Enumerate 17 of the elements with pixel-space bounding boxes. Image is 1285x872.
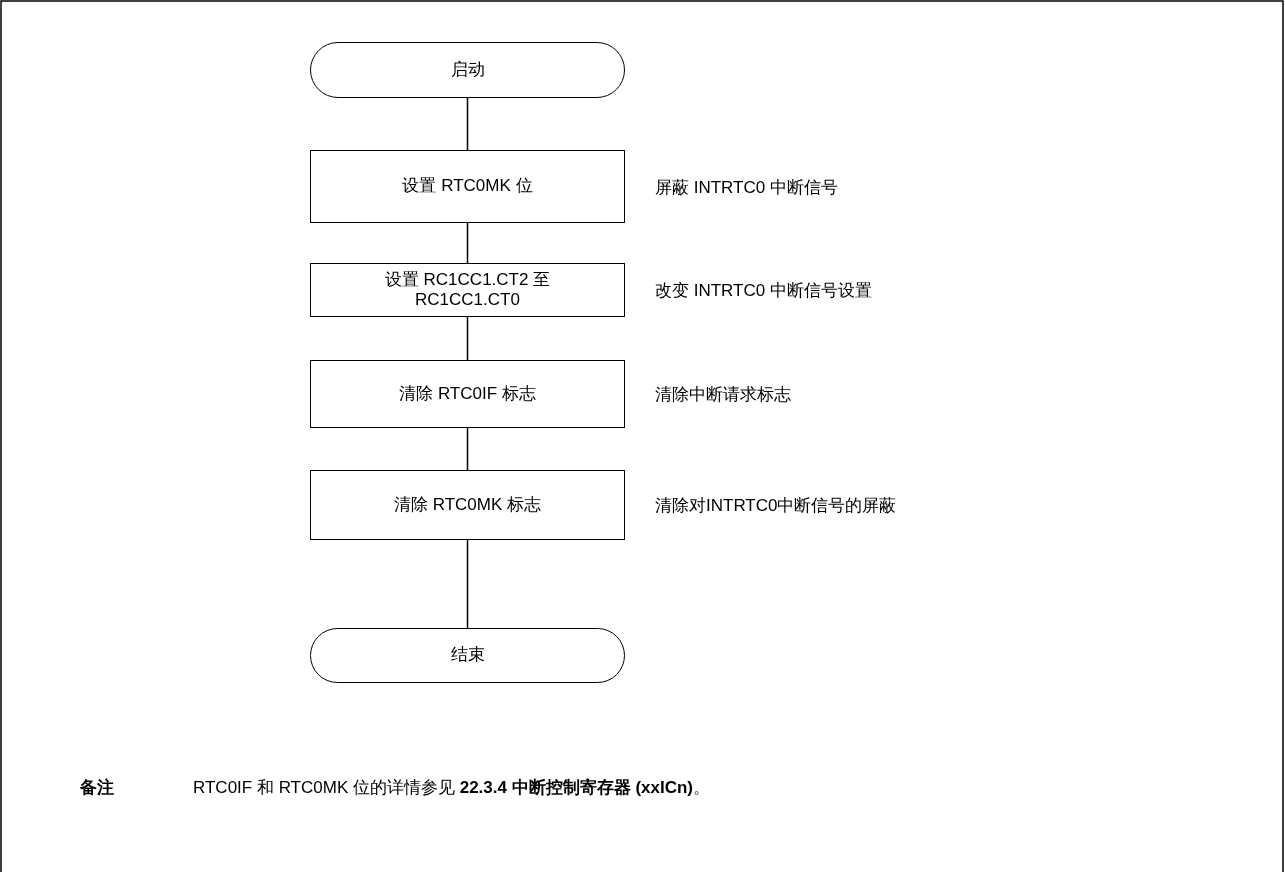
connector-line <box>466 316 469 361</box>
connector-line <box>466 222 469 264</box>
terminal-shape: 启动 <box>310 42 625 98</box>
process-box: 清除 RTC0IF 标志 <box>310 360 625 428</box>
note-text: RTC0IF 和 RTC0MK 位的详情参见 22.3.4 中断控制寄存器 (xxICn)。 <box>193 777 710 799</box>
process-box: 设置 RC1CC1.CT2 至 RC1CC1.CT0 <box>310 263 625 317</box>
note-heading: 备注 <box>80 777 114 799</box>
connector-line <box>466 539 469 629</box>
step-description: 清除对INTRTC0中断信号的屏蔽 <box>655 495 897 517</box>
terminal-shape: 结束 <box>310 628 625 683</box>
step-description: 清除中断请求标志 <box>655 384 791 406</box>
connector-line <box>466 427 469 471</box>
process-box: 设置 RTC0MK 位 <box>310 150 625 223</box>
step-description: 屏蔽 INTRTC0 中断信号 <box>655 176 838 199</box>
connector-line <box>466 97 469 151</box>
step-description: 改变 INTRTC0 中断信号设置 <box>655 280 872 302</box>
process-box: 清除 RTC0MK 标志 <box>310 470 625 540</box>
